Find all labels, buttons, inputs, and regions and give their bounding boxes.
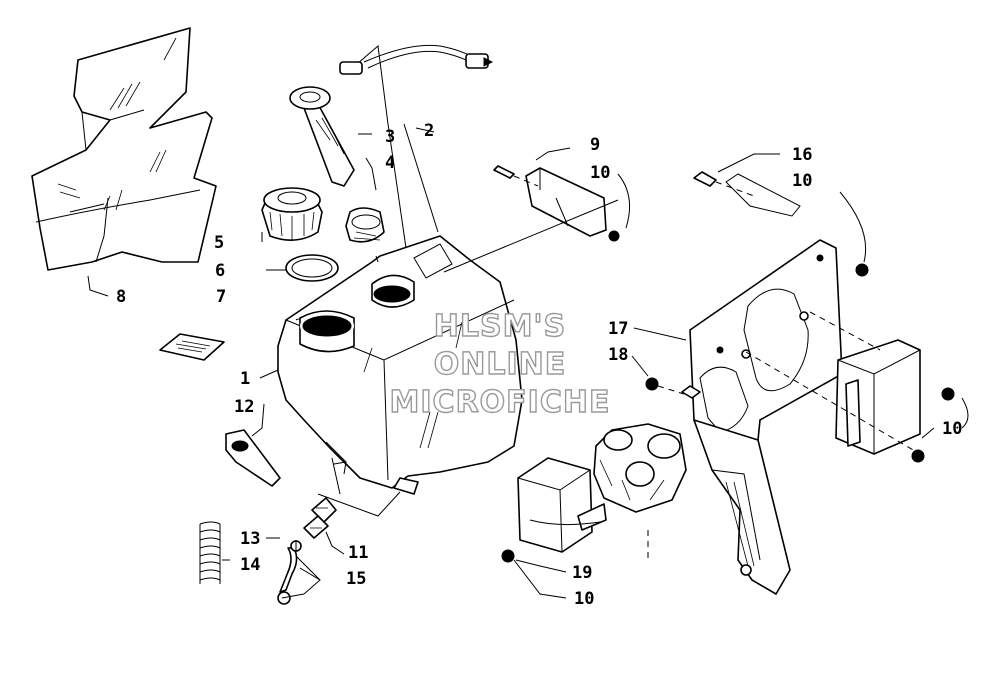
callout-11: 11 <box>348 543 368 563</box>
callout-9: 9 <box>590 135 600 155</box>
spring-part <box>199 521 221 584</box>
mount-bracket-part <box>693 171 869 277</box>
callout-10-c: 10 <box>942 419 962 439</box>
callout-18: 18 <box>608 345 628 365</box>
callout-13: 13 <box>240 529 260 549</box>
callout-7: 7 <box>216 287 226 307</box>
fuel-fitting-part <box>303 497 337 539</box>
callout-19: 19 <box>572 563 592 583</box>
fuel-cap-part <box>261 187 323 241</box>
callout-2: 2 <box>424 121 434 141</box>
watermark-line-2: ONLINE <box>434 347 567 382</box>
callout-8: 8 <box>116 287 126 307</box>
callout-15: 15 <box>346 569 366 589</box>
callout-6: 6 <box>215 261 225 281</box>
callout-labels: 1 2 3 4 5 6 7 8 9 10 10 10 10 11 12 13 1… <box>116 121 962 609</box>
sender-retainer-part <box>225 429 281 487</box>
tank-bracket-part <box>493 165 620 242</box>
leader-lines <box>87 127 969 599</box>
callout-10-d: 10 <box>574 589 594 609</box>
watermark: HLSM'S ONLINE MICROFICHE <box>389 308 611 420</box>
control-module-part <box>501 457 607 563</box>
watermark-line-3: MICROFICHE <box>390 385 611 420</box>
regulator-part <box>593 423 687 560</box>
heat-shield-part <box>31 27 217 271</box>
callout-3: 3 <box>385 127 395 147</box>
decal-part <box>159 333 225 361</box>
callout-10-b: 10 <box>792 171 812 191</box>
gasket-part <box>285 254 339 282</box>
callout-1: 1 <box>240 369 250 389</box>
bolt-part <box>645 377 701 399</box>
callout-12: 12 <box>234 397 254 417</box>
callout-5: 5 <box>214 233 224 253</box>
ecu-box-part <box>745 311 955 463</box>
mounting-plate-part <box>689 239 843 595</box>
fuel-tank-part <box>277 235 523 495</box>
callout-14: 14 <box>240 555 260 575</box>
callout-17: 17 <box>608 319 628 339</box>
callout-4: 4 <box>385 153 395 173</box>
fuel-sender-assembly <box>289 44 494 249</box>
callout-10-a: 10 <box>590 163 610 183</box>
fuel-hose-part <box>277 540 302 605</box>
watermark-line-1: HLSM'S <box>434 309 566 344</box>
callout-16: 16 <box>792 145 812 165</box>
